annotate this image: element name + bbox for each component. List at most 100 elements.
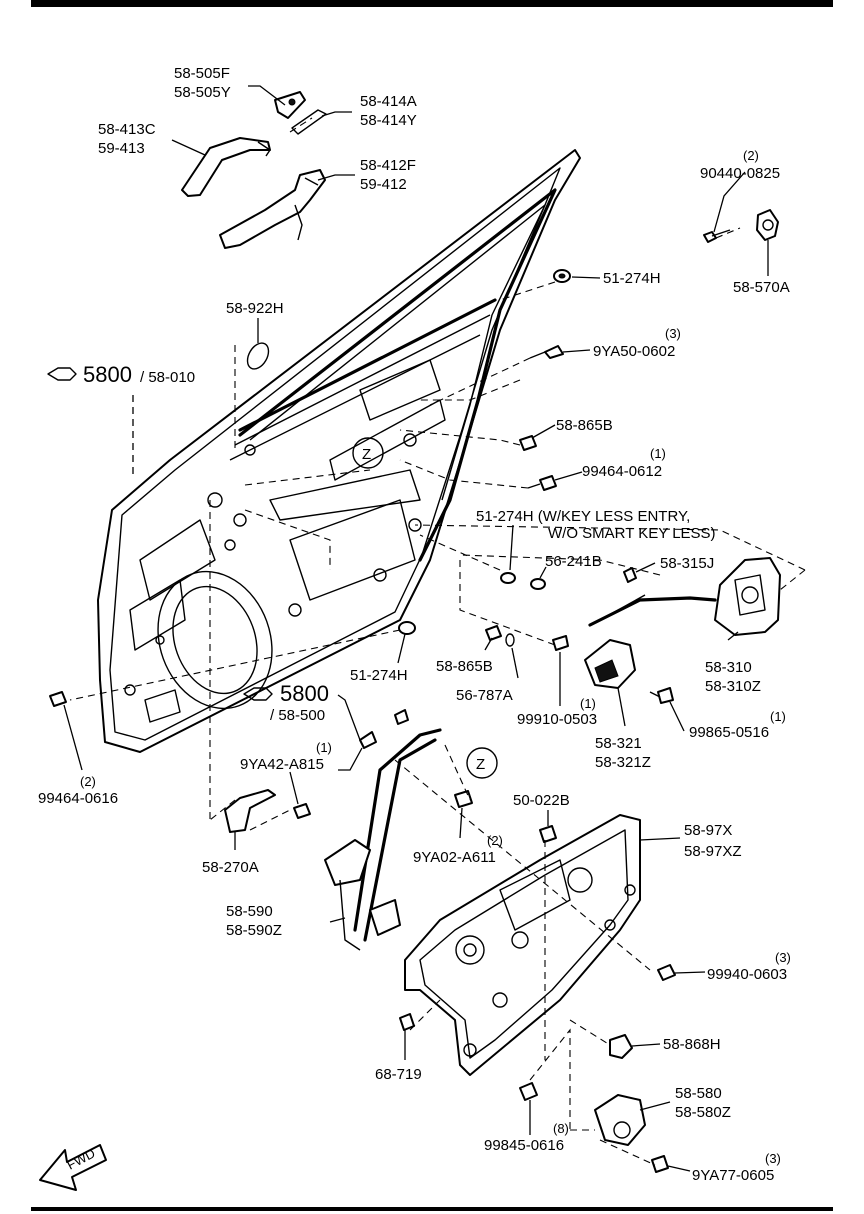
label-99865-0516: 99865-0516 <box>689 724 769 741</box>
label-56-241B: 56-241B <box>545 553 602 570</box>
zone-marker-lower: Z <box>466 747 498 779</box>
label-9YA42-A815: 9YA42-A815 <box>240 756 324 773</box>
outer-handle-cap <box>274 91 306 119</box>
zone-z-upper: Z <box>362 446 371 463</box>
clip-99910 <box>552 635 569 651</box>
label-99940-0603: 99940-0603 <box>707 966 787 983</box>
label-50-022B: 50-022B <box>513 792 570 809</box>
qty-99865: (1) <box>770 709 786 724</box>
qty-99940: (3) <box>775 950 791 965</box>
sub-assembly-label: 5800 / 58-500 <box>243 681 329 724</box>
qty-9YA50: (3) <box>665 326 681 341</box>
label-58-590: 58-590 <box>226 903 273 920</box>
bolt-50-022B <box>539 825 557 843</box>
assembly-icon <box>47 367 77 381</box>
leader-lines <box>63 85 769 1172</box>
bolt-9YA50 <box>529 345 564 359</box>
label-58-505Y: 58-505Y <box>174 84 231 101</box>
label-door-assy-code: 5800 <box>83 362 132 387</box>
fwd-arrow: FWD <box>39 1144 107 1191</box>
clip-56-787A <box>505 633 515 647</box>
plug-58-865B-low <box>485 625 502 641</box>
label-58-590Z: 58-590Z <box>226 922 282 939</box>
label-58-570A: 58-570A <box>733 279 790 296</box>
bolt-99845 <box>519 1082 538 1101</box>
label-9YA50-0602: 9YA50-0602 <box>593 343 675 360</box>
qty-9YA77: (3) <box>765 1151 781 1166</box>
label-9YA02-A611: 9YA02-A611 <box>413 849 496 866</box>
qty-99910: (1) <box>580 696 596 711</box>
label-58-865B-top: 58-865B <box>556 417 613 434</box>
lock-actuator-58-321 <box>584 639 636 689</box>
qty-9YA42: (1) <box>316 740 332 755</box>
label-59-413: 59-413 <box>98 140 145 157</box>
label-99845-0616: 99845-0616 <box>484 1137 564 1154</box>
label-51-274H-mid: 51-274H (W/KEY LESS ENTRY, <box>476 508 690 525</box>
label-58-922H: 58-922H <box>226 300 284 317</box>
zone-z-lower: Z <box>476 756 485 773</box>
bushing-56-241B <box>530 578 546 590</box>
bolt-9YA02 <box>454 790 473 808</box>
label-58-414Y: 58-414Y <box>360 112 417 129</box>
label-58-413C: 58-413C <box>98 121 156 138</box>
grommet-51-274H-low <box>398 621 416 635</box>
door-checker-58-270A <box>224 789 276 833</box>
label-door-assy-part: / 58-010 <box>140 369 195 386</box>
label-58-97XZ: 58-97XZ <box>684 843 742 860</box>
window-motor-58-580 <box>594 1094 646 1146</box>
label-51-274H-mid-note: W/O SMART KEY LESS) <box>548 525 716 542</box>
clip-regulator-2 <box>394 709 409 725</box>
qty-9YA02: (2) <box>487 833 503 848</box>
label-68-719: 68-719 <box>375 1066 422 1083</box>
grommet-51-274H-mid <box>500 572 516 584</box>
bolt-9YA42 <box>293 803 311 819</box>
bolt-99464-0616 <box>49 691 67 707</box>
label-99464-0616: 99464-0616 <box>38 790 118 807</box>
label-90440-0825: 90440-0825 <box>700 165 780 182</box>
label-58-865B-low: 58-865B <box>436 658 493 675</box>
label-51-274H-top: 51-274H <box>603 270 661 287</box>
bolt-99464-0612 <box>527 475 557 491</box>
seal-58-922H <box>246 342 270 370</box>
label-58-580Z: 58-580Z <box>675 1104 731 1121</box>
outer-handle <box>181 137 271 197</box>
handle-bracket <box>219 169 326 249</box>
qty-90440: (2) <box>743 148 759 163</box>
plug-58-865B-top <box>519 435 537 451</box>
label-58-505F: 58-505F <box>174 65 230 82</box>
door-shell <box>97 149 581 753</box>
cover-58-570A <box>756 209 779 241</box>
label-58-310: 58-310 <box>705 659 752 676</box>
clip-58-315J <box>623 567 637 583</box>
label-9YA77-0605: 9YA77-0605 <box>692 1167 774 1184</box>
label-58-414A: 58-414A <box>360 93 417 110</box>
qty-99845: (8) <box>553 1121 569 1136</box>
screw-90440 <box>703 229 731 243</box>
bolt-9YA77 <box>651 1155 669 1173</box>
label-sub-code: 5800 <box>280 681 329 706</box>
label-99910-0503: 99910-0503 <box>517 711 597 728</box>
label-58-868H: 58-868H <box>663 1036 721 1053</box>
screw-99865 <box>649 687 674 704</box>
dashed-lines <box>69 117 806 1166</box>
label-58-321: 58-321 <box>595 735 642 752</box>
door-latch-58-310 <box>588 557 781 636</box>
door-assembly-label: 5800 / 58-010 <box>47 362 195 387</box>
label-sub-part: / 58-500 <box>270 707 325 724</box>
bottom-border <box>31 1207 833 1211</box>
top-border <box>31 0 833 7</box>
seal-58-868H <box>609 1034 633 1059</box>
label-59-412: 59-412 <box>360 176 407 193</box>
qty-99464-0616: (2) <box>80 774 96 789</box>
label-58-310Z: 58-310Z <box>705 678 761 695</box>
labels: 58-505F 58-505Y 58-414A 58-414Y 58-413C … <box>38 65 791 1184</box>
label-99464-0612: 99464-0612 <box>582 463 662 480</box>
handle-gasket <box>291 109 327 135</box>
qty-99464-0612: (1) <box>650 446 666 461</box>
nut-99940 <box>657 964 676 981</box>
window-regulator-58-590 <box>324 728 442 951</box>
grommet-51-274H-top <box>553 269 571 283</box>
clip-regulator <box>359 731 377 749</box>
label-58-97X: 58-97X <box>684 822 732 839</box>
